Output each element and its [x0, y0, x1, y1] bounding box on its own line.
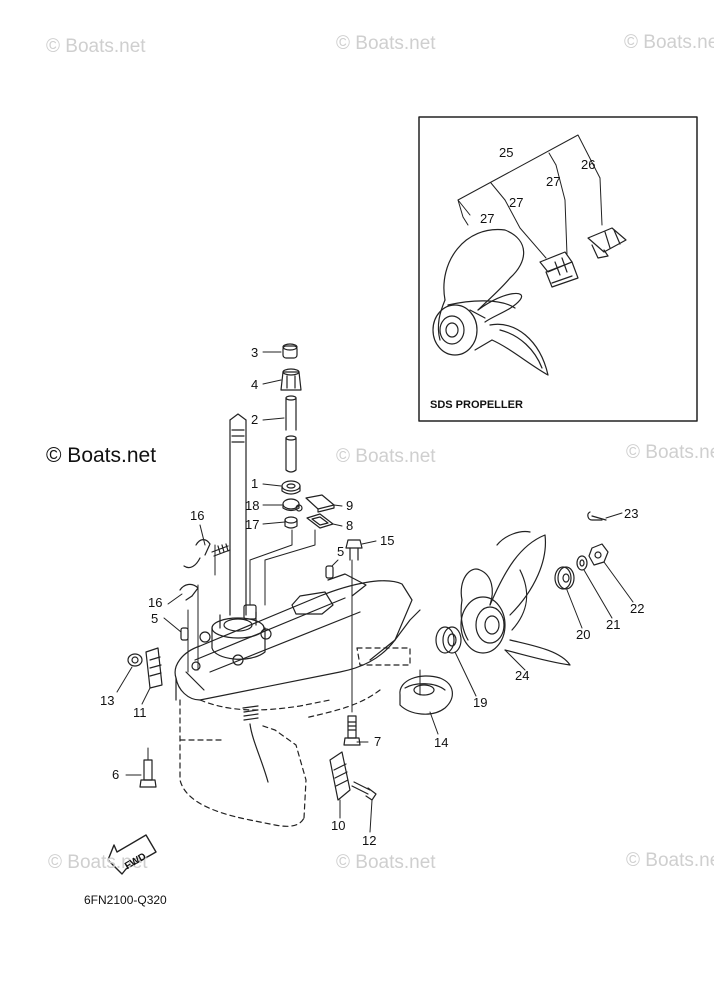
part-13-nut: [127, 653, 143, 667]
watermark-bottom-right: © Boats.net: [626, 850, 714, 871]
callout-14: 14: [434, 735, 449, 750]
part-4-bushing: [280, 368, 302, 391]
callout-6: 6: [112, 767, 120, 782]
assembly-leader-lines: [147, 529, 421, 761]
label-leader-lines: [116, 351, 634, 833]
callout-11: 11: [133, 705, 147, 720]
part-18-washer: [282, 498, 303, 512]
part-23-cotter-pin: [587, 511, 607, 521]
part-14-thrust-washer: [399, 675, 453, 715]
inset-label-27-right: 27: [546, 174, 561, 189]
part-6-bolt: [139, 759, 157, 788]
callout-19: 19: [473, 695, 488, 710]
inset-label-27-mid: 27: [509, 195, 524, 210]
fwd-label: FWD: [123, 851, 148, 872]
callout-3: 3: [251, 345, 259, 360]
watermark-top-center: © Boats.net: [336, 33, 436, 54]
callout-9: 9: [346, 498, 354, 513]
part-8-rubber-seal: [306, 513, 334, 529]
callout-15: 15: [380, 533, 395, 548]
part-10-trim-tab: [329, 751, 351, 801]
fwd-label-svg: FWD: [123, 851, 148, 872]
callout-16-lower: 16: [148, 595, 163, 610]
callout-22: 22: [630, 601, 645, 616]
callout-5-left: 5: [151, 611, 159, 626]
inset-label-25: 25: [499, 145, 514, 160]
part-7-bolt: [343, 715, 361, 746]
part-22-nut: [588, 543, 609, 566]
callout-4: 4: [251, 377, 259, 392]
watermark-mid-right: © Boats.net: [626, 442, 714, 463]
callout-24: 24: [515, 668, 530, 683]
watermark-top-left: © Boats.net: [46, 36, 146, 57]
inset-title: SDS PROPELLER: [430, 399, 523, 411]
callout-23: 23: [624, 506, 639, 521]
sds-bushing-parts: [539, 227, 627, 288]
part-17-bushing: [284, 516, 298, 529]
callout-2: 2: [251, 412, 259, 427]
inset-leader-lines: [457, 134, 601, 226]
callout-20: 20: [576, 627, 591, 642]
diagram-code: 6FN2100-Q320: [84, 893, 167, 907]
callout-12: 12: [362, 833, 377, 848]
part-21-washer: [576, 555, 588, 571]
lower-gearcase-drawing: [174, 573, 421, 827]
callout-18: 18: [245, 498, 260, 513]
fwd-arrow: [107, 834, 157, 875]
watermark-primary: © Boats.net: [46, 444, 157, 467]
inset-label-27-left: 27: [480, 211, 495, 226]
watermark-bottom-left: © Boats.net: [48, 852, 148, 873]
watermark-top-right: © Boats.net: [624, 32, 714, 53]
callout-1: 1: [251, 476, 259, 491]
part-3-collar: [282, 343, 298, 359]
part-24-propeller: [460, 530, 571, 666]
part-5-dowel-pins: [180, 565, 334, 641]
part-15-bolt: [345, 539, 363, 561]
callout-7: 7: [374, 734, 382, 749]
callout-16-upper: 16: [190, 508, 205, 523]
drive-shaft-drawing: [229, 413, 247, 616]
part-12-screw: [351, 781, 377, 801]
part-9-rubber-seal: [305, 494, 335, 513]
part-19-spacer: [435, 626, 462, 654]
callout-10: 10: [331, 818, 346, 833]
part-20-washer: [554, 566, 575, 590]
callout-5-right: 5: [337, 544, 345, 559]
callout-13: 13: [100, 693, 115, 708]
part-16-upper-hose: [183, 539, 231, 569]
callout-17: 17: [245, 517, 260, 532]
watermark-mid-center: © Boats.net: [336, 446, 436, 467]
callout-8: 8: [346, 518, 354, 533]
part-16-lower-clip: [179, 583, 199, 601]
watermark-bottom-center: © Boats.net: [336, 852, 436, 873]
callout-21: 21: [606, 617, 621, 632]
part-11-anode: [145, 647, 163, 689]
inset-frame: [418, 116, 698, 422]
part-2-tube: [285, 395, 297, 473]
sds-propeller-drawing: [432, 229, 549, 376]
inset-label-26: 26: [581, 157, 596, 172]
part-1-seal: [281, 480, 301, 495]
